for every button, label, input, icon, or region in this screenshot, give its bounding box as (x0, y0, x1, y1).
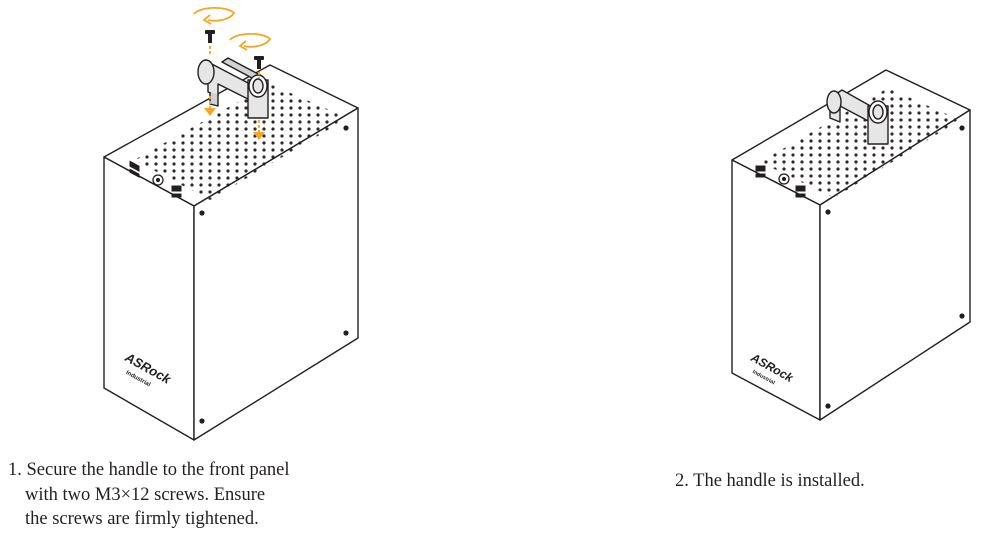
step-2-line-1: 2. The handle is installed. (675, 471, 865, 491)
step-1-line-2: with two M3×12 screws. Ensure (25, 484, 266, 505)
handle (197, 57, 269, 119)
front-ports (755, 165, 806, 198)
step-1-caption: 1. Secure the handle to the front panel … (8, 458, 388, 532)
figure-install-handle: ASRock Industrial (103, 6, 359, 441)
step-1-line-3: the screws are firmly tightened. (25, 509, 259, 529)
front-ports (129, 160, 182, 198)
figure-handle-installed: ASRock Industrial (731, 69, 971, 421)
rotate-arrow-icon (193, 6, 272, 51)
handle (826, 89, 889, 145)
top-vent-grid (134, 84, 348, 200)
top-vent-grid (760, 88, 960, 198)
step-1-line-1: 1. Secure the handle to the front panel (8, 460, 290, 480)
panel-screws (825, 125, 965, 409)
screw-icon (205, 30, 264, 69)
step-2-caption: 2. The handle is installed. (675, 469, 865, 494)
panel-screws (199, 125, 349, 424)
down-arrow-icon (204, 46, 265, 140)
